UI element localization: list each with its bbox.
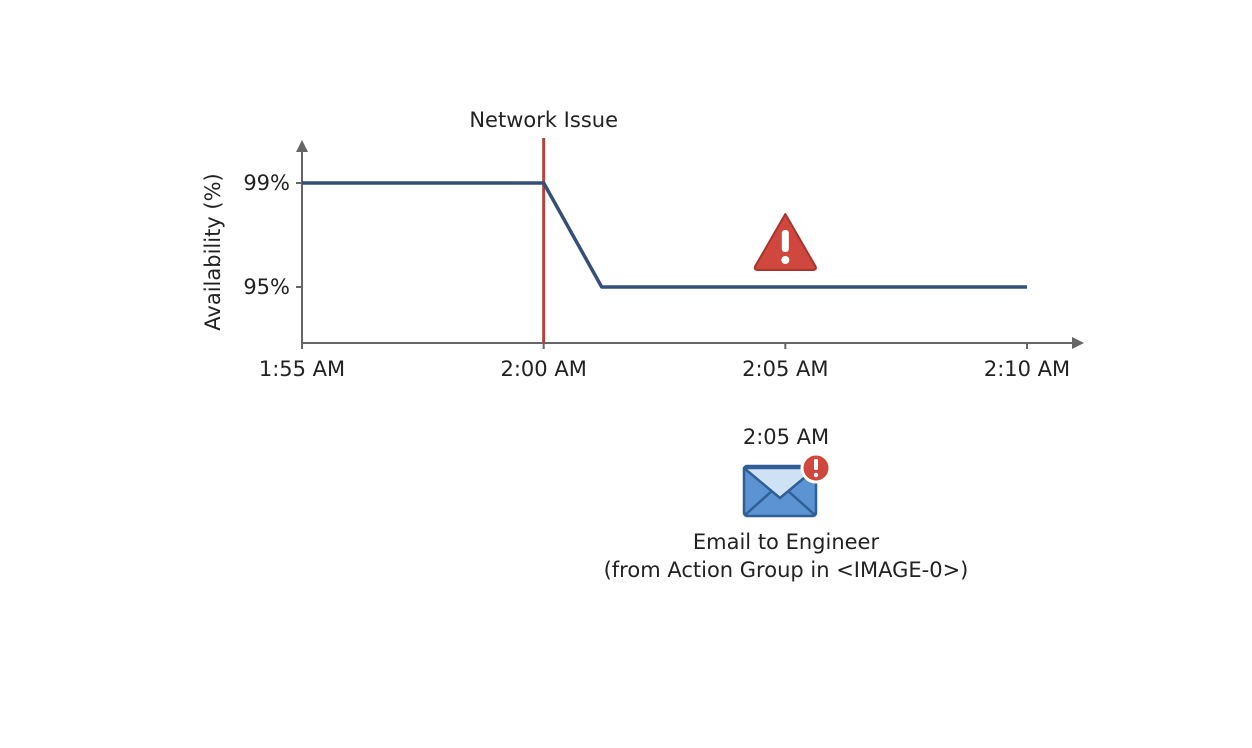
y-tick-label: 95% (243, 275, 290, 299)
x-tick-label: 2:05 AM (742, 357, 828, 381)
network-issue-label: Network Issue (469, 108, 618, 132)
alert-badge-icon (800, 452, 832, 484)
x-tick-label: 1:55 AM (259, 357, 345, 381)
x-tick-label: 2:10 AM (984, 357, 1070, 381)
email-alert-icon (742, 452, 832, 518)
y-axis-label: Availability (%) (201, 173, 225, 330)
warning-triangle-icon (753, 213, 817, 271)
x-tick-label: 2:00 AM (501, 357, 587, 381)
notification-subtitle: (from Action Group in <IMAGE-0>) (604, 558, 969, 582)
availability-series-line (302, 181, 1027, 289)
notification-title: Email to Engineer (693, 530, 880, 554)
notification-time: 2:05 AM (743, 425, 829, 449)
y-tick-label: 99% (243, 171, 290, 195)
